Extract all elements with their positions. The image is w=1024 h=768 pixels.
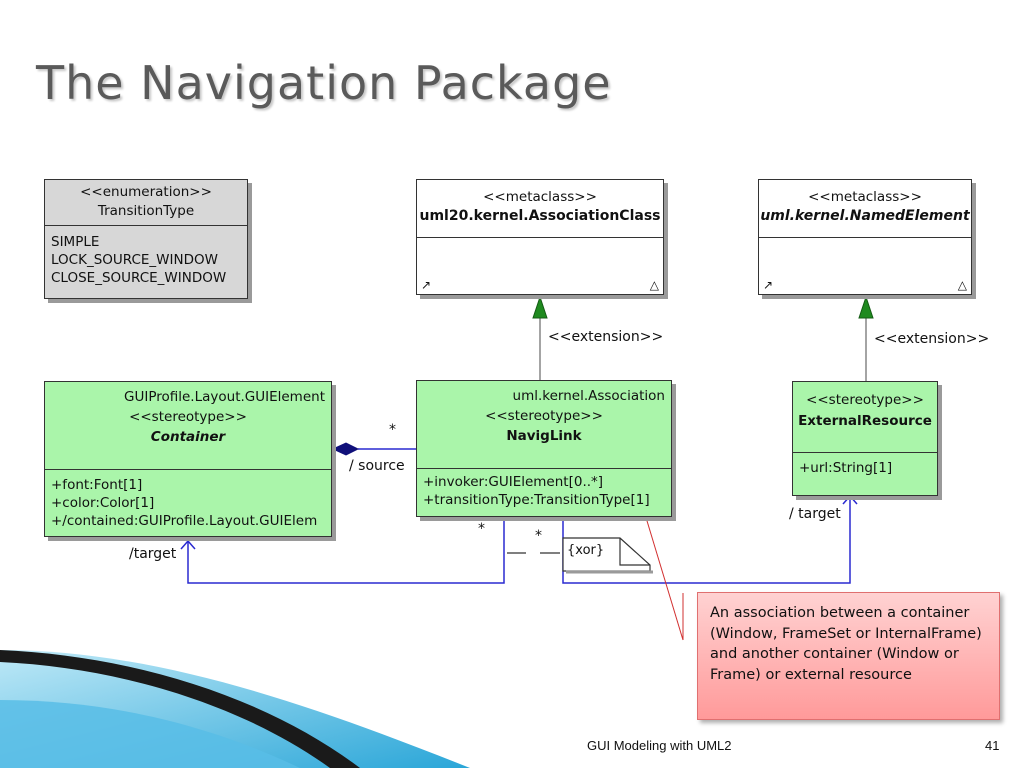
base-metaclass: GUIProfile.Layout.GUIElement xyxy=(124,389,325,405)
attribute: +transitionType:TransitionType[1] xyxy=(423,492,650,508)
stereotype-name: Container xyxy=(150,429,226,445)
target-role-label: / target xyxy=(789,506,841,522)
page-number: 41 xyxy=(985,738,1000,753)
source-role-label: / source xyxy=(349,458,405,474)
enum-literal: SIMPLE xyxy=(51,234,100,250)
target-role-label: /target xyxy=(129,546,177,562)
attribute: +font:Font[1] xyxy=(51,477,143,493)
extension-label: <<extension>> xyxy=(874,331,990,347)
extension-label: <<extension>> xyxy=(548,329,664,345)
xor-constraint-label: {xor} xyxy=(567,543,605,558)
lock-icon: △ xyxy=(649,278,659,292)
metaclass-stereotype: <<metaclass>> xyxy=(808,189,922,205)
stereotype-name: NavigLink xyxy=(506,428,582,444)
stereotype-label: <<stereotype>> xyxy=(806,392,924,408)
enum-literal: CLOSE_SOURCE_WINDOW xyxy=(51,270,227,286)
external-resource-stereotype: <<stereotype>> ExternalResource +url:Str… xyxy=(792,381,938,496)
base-metaclass: uml.kernel.Association xyxy=(512,388,665,404)
enumeration-stereotype: <<enumeration>> xyxy=(80,184,212,200)
metaclass-name: uml20.kernel.AssociationClass xyxy=(419,208,661,224)
named-element-metaclass: <<metaclass>> uml.kernel.NamedElement ↗ … xyxy=(758,179,972,295)
attribute: +/contained:GUIProfile.Layout.GUIElem xyxy=(51,513,318,529)
footer-text: GUI Modeling with UML2 xyxy=(587,738,732,753)
multiplicity-label: * xyxy=(535,528,542,544)
attribute: +invoker:GUIElement[0..*] xyxy=(423,474,604,490)
association-note: An association between a container (Wind… xyxy=(697,592,1000,720)
multiplicity-label: * xyxy=(389,422,396,438)
link-arrow-icon: ↗ xyxy=(763,278,774,292)
enumeration-name: TransitionType xyxy=(97,203,195,219)
stereotype-label: <<stereotype>> xyxy=(129,409,247,425)
transition-type-enumeration: <<enumeration>> TransitionType SIMPLE LO… xyxy=(44,179,248,299)
navig-link-stereotype: uml.kernel.Association <<stereotype>> Na… xyxy=(416,380,672,517)
link-arrow-icon: ↗ xyxy=(421,278,432,292)
multiplicity-label: * xyxy=(478,521,485,537)
stereotype-label: <<stereotype>> xyxy=(485,408,603,424)
attribute: +url:String[1] xyxy=(799,460,893,476)
slide-title: The Navigation Package xyxy=(36,56,612,110)
metaclass-name: uml.kernel.NamedElement xyxy=(760,208,970,224)
stereotype-name: ExternalResource xyxy=(798,413,932,429)
enum-literal: LOCK_SOURCE_WINDOW xyxy=(51,252,218,268)
lock-icon: △ xyxy=(957,278,967,292)
container-stereotype: GUIProfile.Layout.GUIElement <<stereotyp… xyxy=(44,381,332,537)
association-class-metaclass: <<metaclass>> uml20.kernel.AssociationCl… xyxy=(416,179,664,295)
metaclass-stereotype: <<metaclass>> xyxy=(483,189,597,205)
attribute: +color:Color[1] xyxy=(51,495,155,511)
